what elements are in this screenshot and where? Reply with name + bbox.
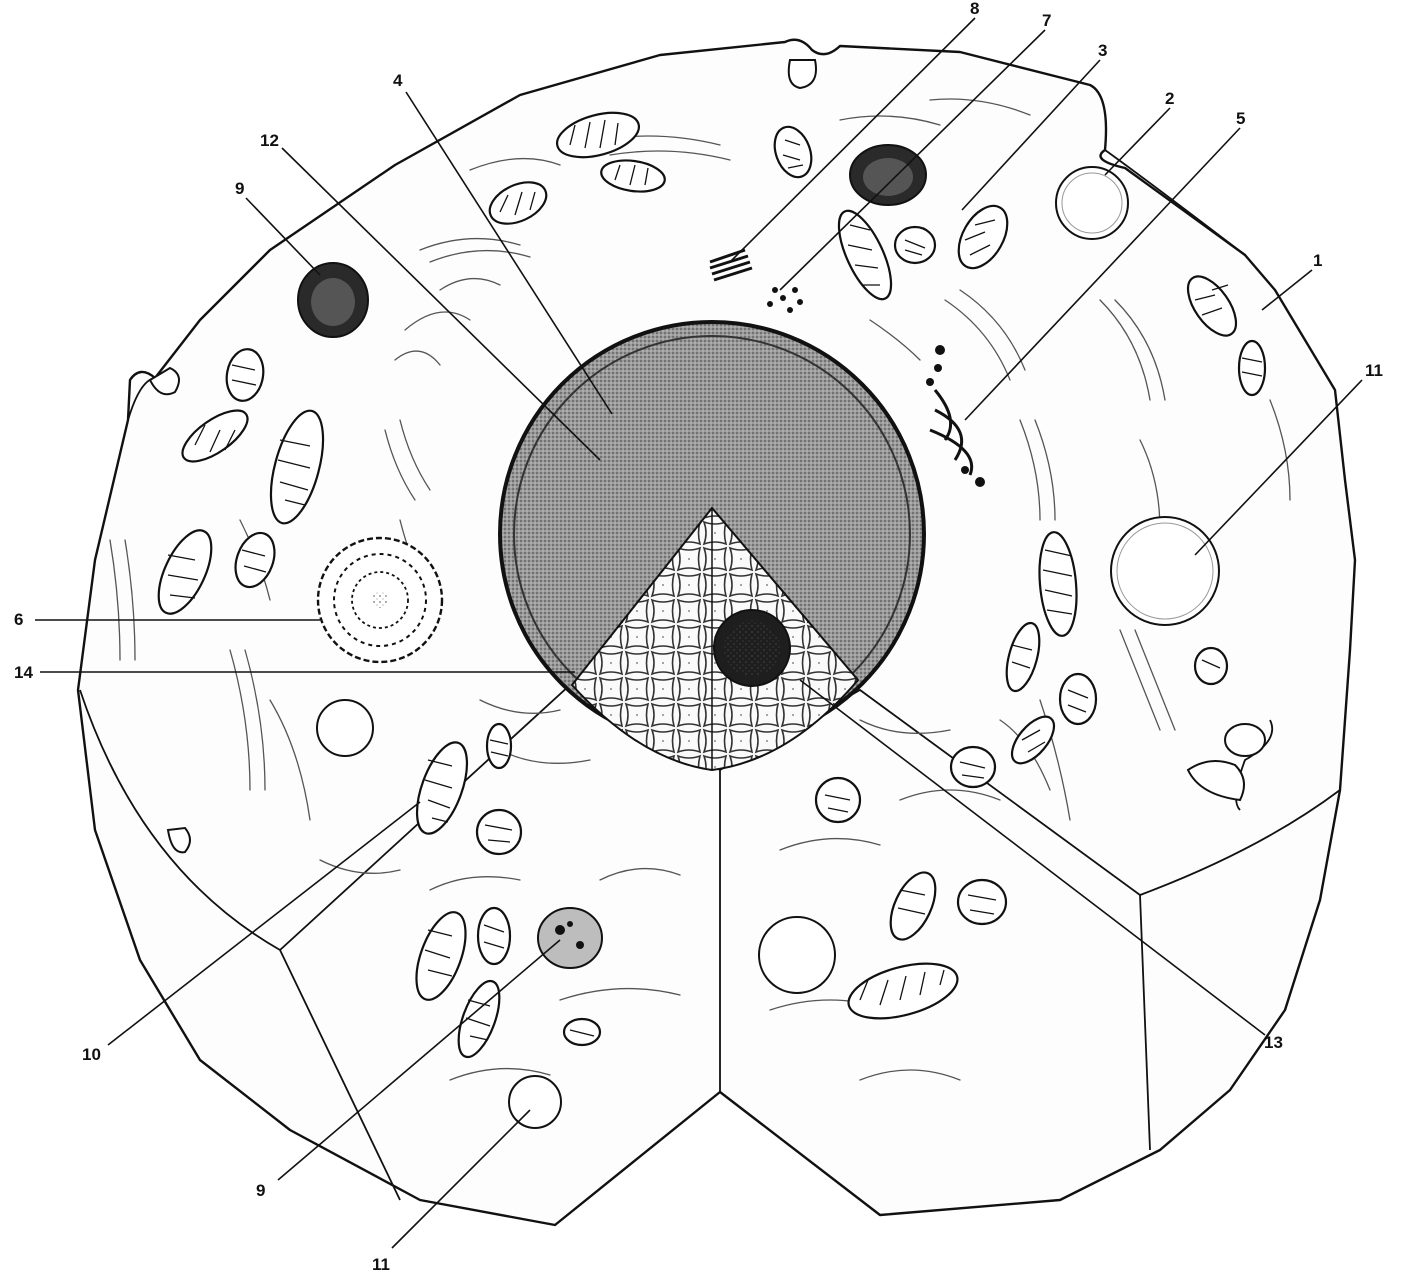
- label-11-lower: 11: [372, 1255, 390, 1274]
- vacuole: [1111, 517, 1219, 625]
- label-8: 8: [970, 0, 979, 18]
- label-14: 14: [14, 663, 33, 682]
- label-9: 9: [235, 179, 244, 198]
- label-5: 5: [1236, 109, 1245, 128]
- label-1: 1: [1313, 251, 1322, 270]
- label-10: 10: [82, 1045, 101, 1064]
- label-11: 11: [1365, 361, 1383, 380]
- label-3: 3: [1098, 41, 1107, 60]
- label-7: 7: [1042, 11, 1051, 30]
- label-13: 13: [1264, 1033, 1283, 1052]
- label-4: 4: [393, 71, 403, 90]
- multivesicular-body: [318, 538, 442, 662]
- label-2: 2: [1165, 89, 1174, 108]
- label-6: 6: [14, 610, 23, 629]
- label-9-lower: 9: [256, 1181, 265, 1200]
- pinocytotic-vesicle-2: [1056, 167, 1128, 239]
- label-12: 12: [260, 131, 279, 150]
